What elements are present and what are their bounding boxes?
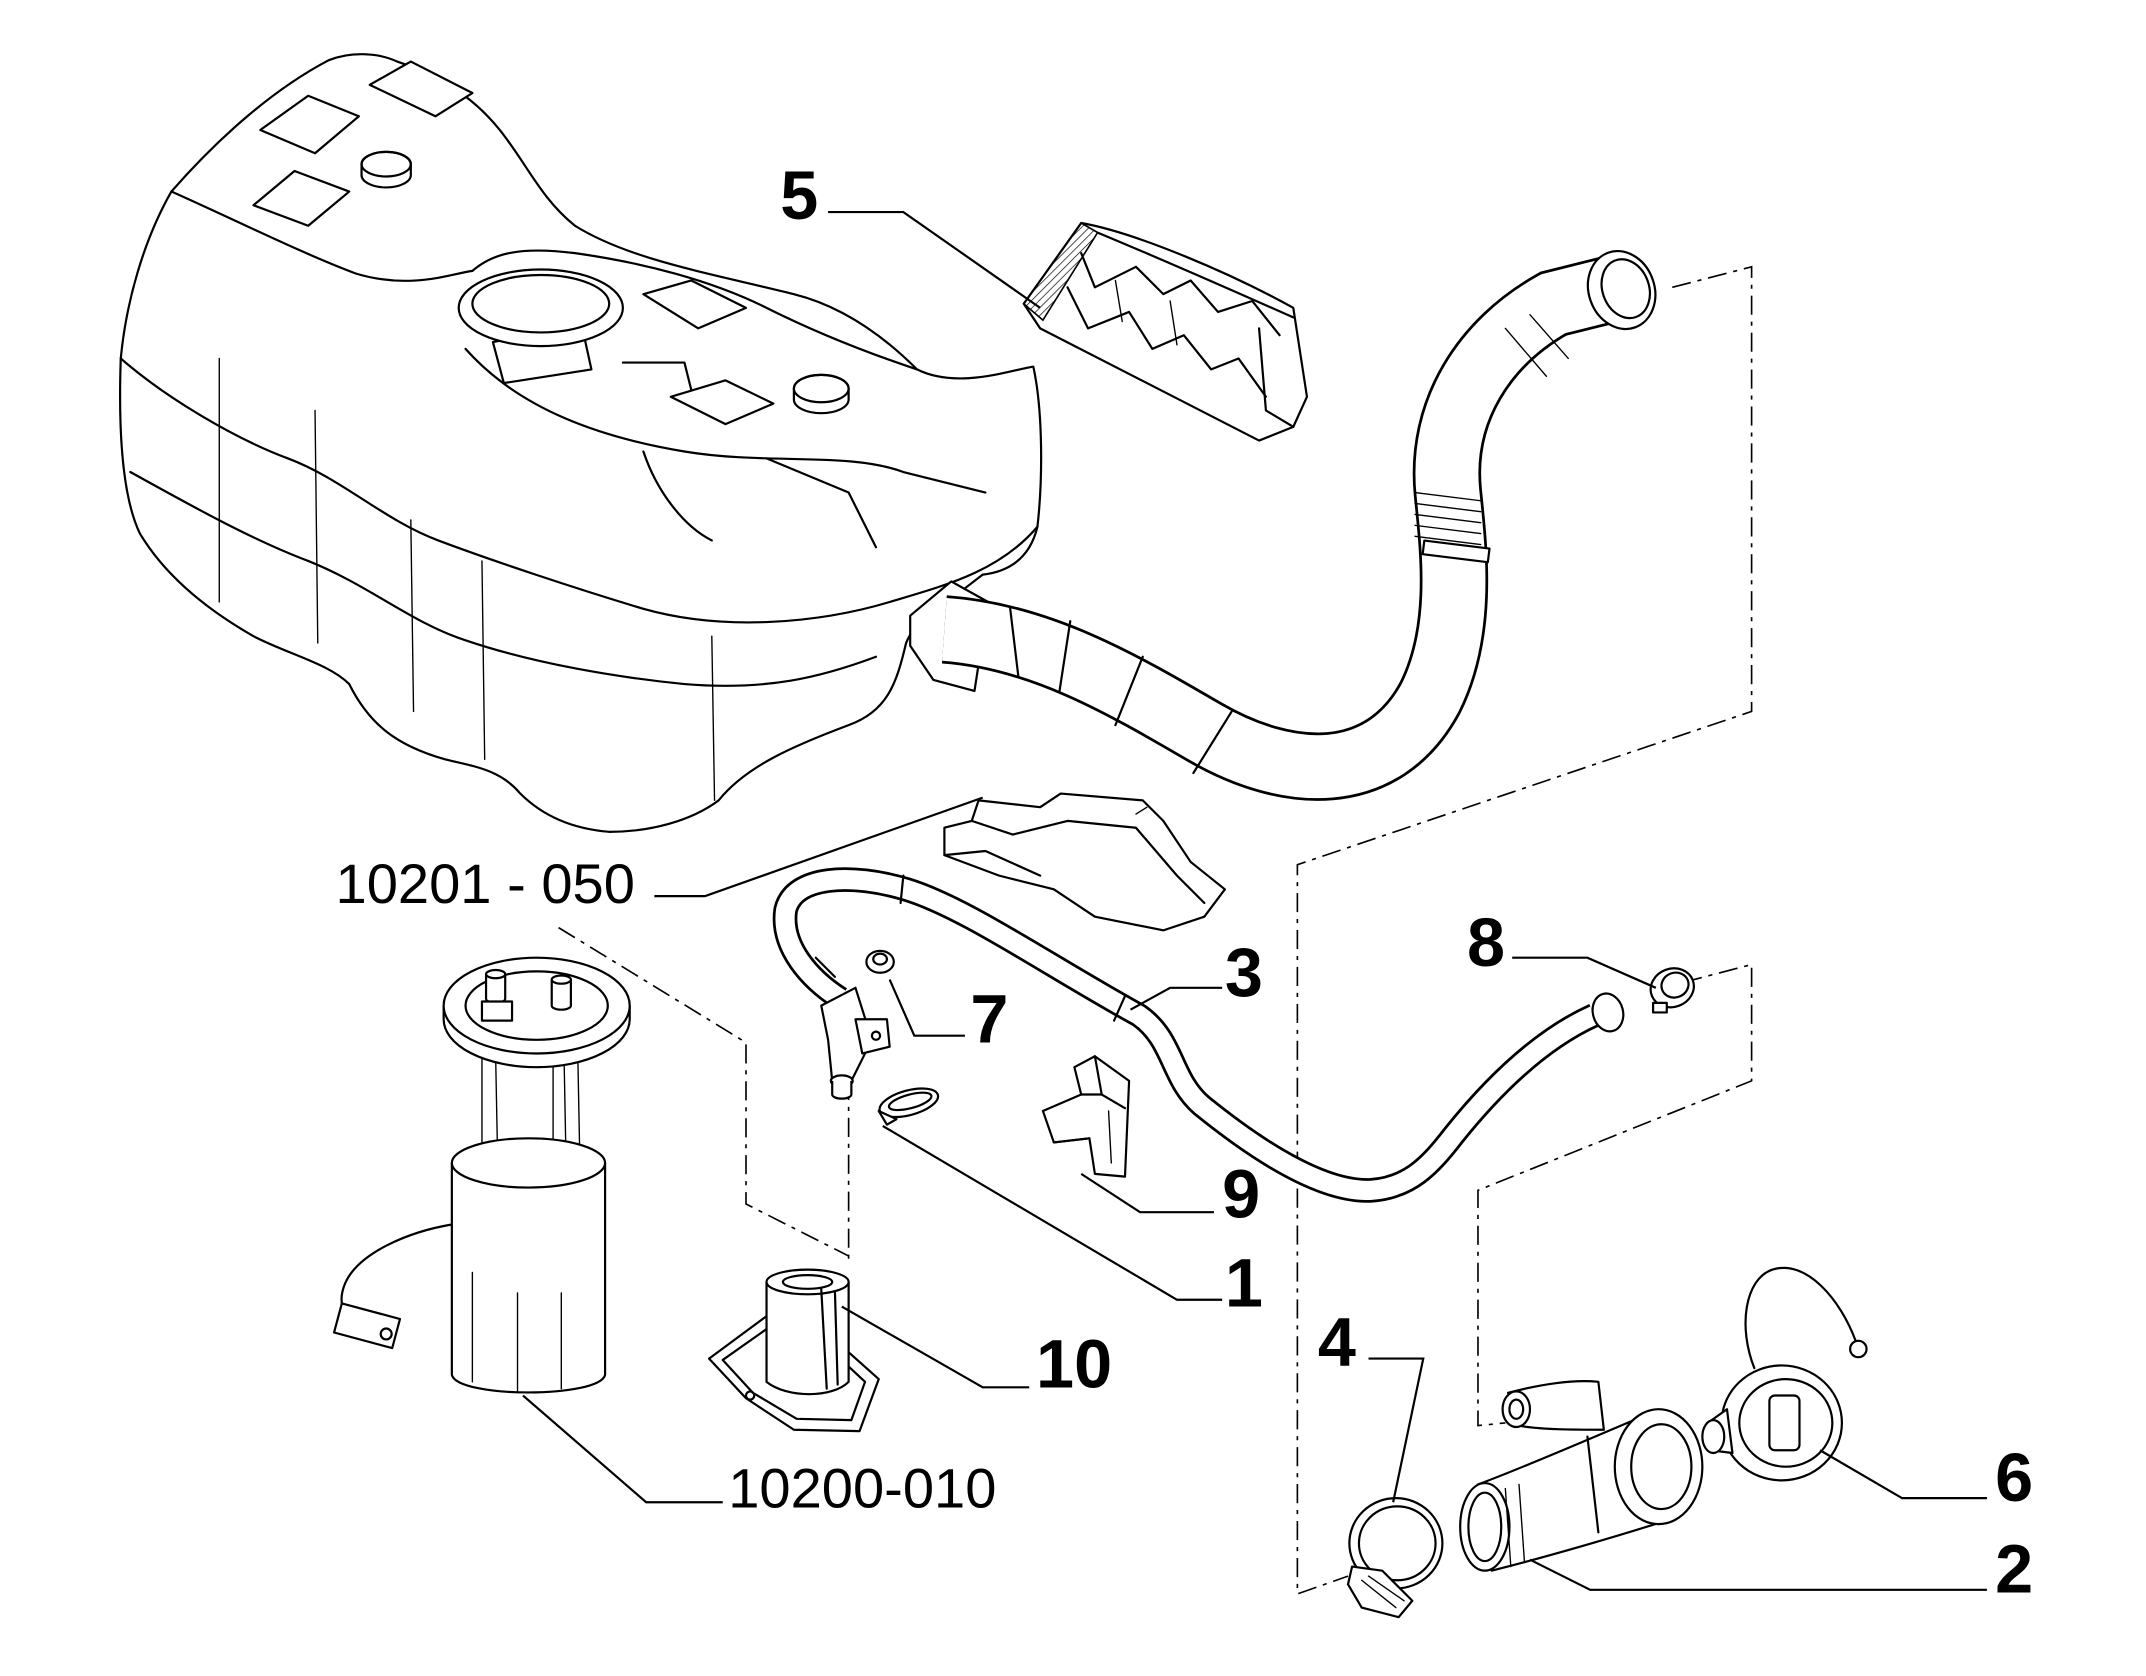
callout-10201-050: 10201 - 050 — [336, 852, 635, 915]
fuel-cap-tether — [1744, 1266, 1857, 1370]
seal-ring-part-7 — [865, 949, 895, 974]
callout-8: 8 — [1467, 905, 1505, 981]
callout-10200-010: 10200-010 — [728, 1457, 996, 1520]
tank-cap-boss-left — [360, 150, 412, 189]
filler-pipe-mouth — [1586, 250, 1657, 331]
leader-line-2 — [1529, 1558, 1987, 1591]
callout-labels: 5 10201 - 050 3 8 7 9 1 10 4 6 2 10200-0… — [336, 158, 2034, 1608]
callout-10: 10 — [1036, 1326, 1112, 1402]
filler-pipe-clamp — [1421, 539, 1491, 564]
leader-line-10 — [841, 1305, 1030, 1389]
vent-hose-end — [1591, 992, 1625, 1033]
leader-line-1 — [882, 1125, 1223, 1301]
tank-pump-opening — [457, 268, 624, 348]
leader-line-3 — [1129, 986, 1223, 1011]
phantom-lines — [558, 265, 1753, 1596]
vent-hose-part-3 — [772, 867, 1625, 1203]
phantom-line-pump — [558, 926, 849, 1257]
phantom-line-filler — [1296, 265, 1753, 1596]
filler-pipe — [941, 250, 1657, 801]
leader-lines — [522, 210, 1987, 1591]
heat-shield-part-5 — [1022, 221, 1309, 442]
callout-2: 2 — [1995, 1532, 2033, 1608]
callout-1: 1 — [1225, 1246, 1263, 1322]
leader-line-7 — [888, 979, 965, 1037]
callout-6: 6 — [1995, 1440, 2033, 1516]
leader-line-4 — [1368, 1357, 1425, 1503]
heat-shield-10201-050 — [943, 792, 1226, 932]
grommet-part-10 — [707, 1268, 880, 1433]
pump-electrical-connector — [332, 1302, 402, 1350]
hose-clamp-part-8 — [1649, 967, 1695, 1014]
filler-neck-fitting-part-2 — [1459, 1380, 1704, 1572]
phantom-line-vent — [1477, 963, 1753, 1427]
retaining-clip-part-9 — [1041, 1055, 1131, 1178]
leader-line-5 — [828, 210, 1041, 309]
hose-clamp-part-1 — [877, 1087, 940, 1126]
hose-clamp-part-4 — [1346, 1497, 1444, 1619]
callout-7: 7 — [970, 982, 1008, 1058]
leader-line-10200-010 — [522, 1394, 723, 1504]
vent-elbow-connector — [820, 986, 891, 1100]
callout-9: 9 — [1222, 1157, 1260, 1233]
tank-cap-boss-right — [792, 373, 850, 415]
fuel-tank — [119, 53, 1043, 833]
leader-line-9 — [1080, 1172, 1214, 1214]
leader-line-8 — [1512, 956, 1657, 989]
leader-line-10201-050 — [654, 796, 984, 898]
callout-4: 4 — [1318, 1304, 1356, 1380]
callout-5: 5 — [780, 158, 818, 234]
fuel-cap-part-6 — [1701, 1266, 1868, 1482]
fuel-pump-module-10200-010 — [332, 956, 631, 1394]
leader-line-6 — [1819, 1449, 1987, 1500]
callout-3: 3 — [1225, 935, 1263, 1011]
